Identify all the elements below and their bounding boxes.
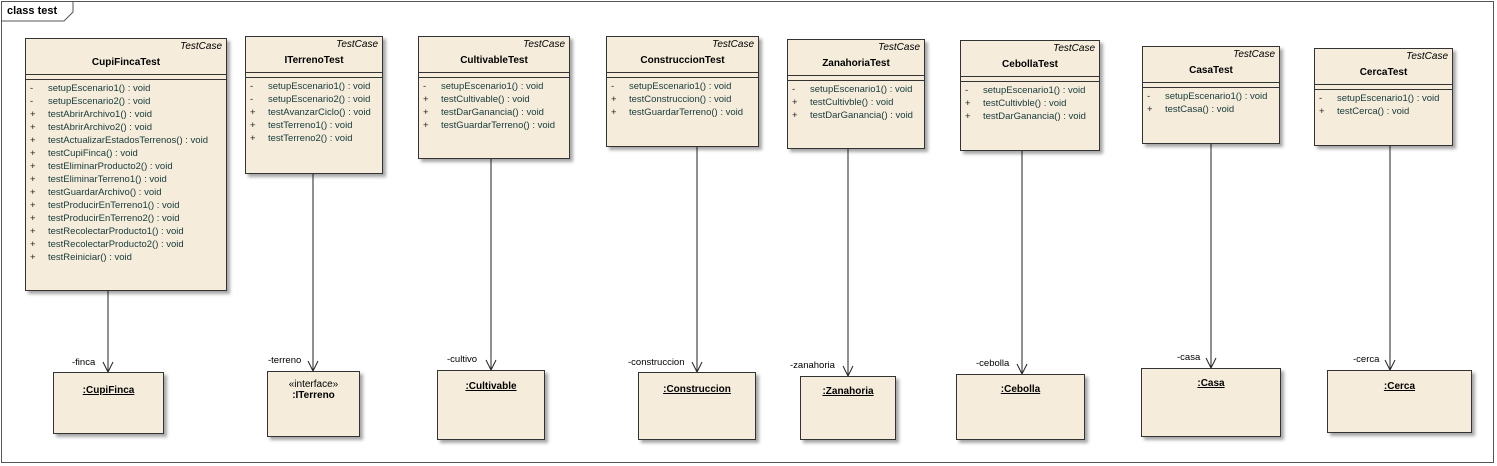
operation: +testCultivble() : void — [965, 98, 1067, 109]
operation: -setupEscenario1() : void — [965, 85, 1086, 96]
object-cerca[interactable]: :Cerca — [1327, 370, 1472, 433]
operation: +testTerreno1() : void — [250, 120, 353, 131]
stereotype-label: TestCase — [1053, 43, 1095, 54]
object-name: :Cultivable — [465, 381, 517, 392]
class-name: ITerrenoTest — [284, 55, 344, 66]
operation: +testDarGanancia() : void — [423, 107, 544, 118]
operation: -setupEscenario1() : void — [30, 83, 151, 94]
class-name: CasaTest — [1189, 65, 1233, 76]
operation: -setupEscenario1() : void — [611, 81, 732, 92]
operation: +testCultivable() : void — [423, 94, 530, 105]
stereotype-label: TestCase — [1406, 51, 1448, 62]
operation: +testTerreno2() : void — [250, 133, 353, 144]
object-cebolla[interactable]: :Cebolla — [956, 374, 1085, 440]
class-name: ZanahoriaTest — [822, 58, 890, 69]
role-label-finca: -finca — [72, 357, 96, 368]
operation: -setupEscenario1() : void — [250, 81, 371, 92]
operation: +testAvanzarCiclo() : void — [250, 107, 371, 118]
object-stereotype: «interface» — [288, 379, 339, 390]
operation: -setupEscenario2() : void — [30, 96, 151, 107]
stereotype-label: TestCase — [523, 39, 565, 50]
role-label-cebolla: -cebolla — [976, 358, 1010, 369]
object-name: :ITerreno — [292, 390, 335, 401]
operation: +testDarGanancia() : void — [792, 110, 913, 121]
object-name: :Cerca — [1383, 381, 1416, 392]
operation: +testEliminarTerreno1() : void — [30, 174, 167, 185]
class-name: ConstruccionTest — [640, 55, 725, 66]
operation: -setupEscenario2() : void — [250, 94, 371, 105]
class-cupifincatest[interactable]: TestCase CupiFincaTest -setupEscenario1(… — [25, 38, 227, 291]
operation: +testGuardarArchivo() : void — [30, 187, 162, 198]
operation: -setupEscenario1() : void — [1319, 93, 1440, 104]
stereotype-label: TestCase — [180, 41, 222, 52]
operation: +testProducirEnTerreno2() : void — [30, 213, 180, 224]
role-label-construccion: -construccion — [628, 357, 685, 368]
object-iterreno[interactable]: «interface» :ITerreno — [267, 371, 360, 437]
role-label-cultivo: -cultivo — [447, 354, 478, 365]
operation: +testCerca() : void — [1319, 106, 1410, 117]
object-name: :Casa — [1197, 378, 1225, 389]
operation: -setupEscenario1() : void — [423, 81, 544, 92]
operation: +testEliminarProducto2() : void — [30, 161, 173, 172]
operation: -setupEscenario1() : void — [1147, 91, 1268, 102]
operation: +testGuardarTerreno() : void — [611, 107, 744, 118]
object-casa[interactable]: :Casa — [1141, 368, 1281, 437]
class-name: CercaTest — [1359, 67, 1408, 78]
role-label-terreno: -terreno — [268, 355, 302, 366]
class-cercatest[interactable]: TestCase CercaTest -setupEscenario1() : … — [1314, 48, 1453, 146]
operation: +testRecolectarProducto2() : void — [30, 239, 184, 250]
class-cebollatest[interactable]: TestCase CebollaTest -setupEscenario1() … — [960, 40, 1100, 151]
role-label-cerca: -cerca — [1353, 354, 1380, 365]
object-name: :Construccion — [663, 384, 731, 395]
operation: +testDarGanancia() : void — [965, 111, 1086, 122]
operation: +testConstruccion() : void — [611, 94, 732, 105]
class-name: CultivableTest — [460, 55, 528, 66]
stereotype-label: TestCase — [336, 39, 378, 50]
class-zanahoriatest[interactable]: TestCase ZanahoriaTest -setupEscenario1(… — [787, 39, 925, 149]
object-cultivable[interactable]: :Cultivable — [437, 370, 545, 440]
operation: +testAbrirArchivo1() : void — [30, 109, 153, 120]
class-construcciontest[interactable]: TestCase ConstruccionTest -setupEscenari… — [606, 36, 759, 147]
object-construccion[interactable]: :Construccion — [638, 372, 756, 440]
operation: +testReiniciar() : void — [30, 252, 132, 263]
operation: +testActualizarEstadosTerrenos() : void — [30, 135, 208, 146]
operation: +testRecolectarProducto1() : void — [30, 226, 184, 237]
object-cupifinca[interactable]: :CupiFinca — [53, 372, 164, 434]
object-name: :Zanahoria — [822, 386, 874, 397]
operation: -setupEscenario1() : void — [792, 84, 913, 95]
role-label-zanahoria: -zanahoria — [790, 360, 835, 371]
class-name: CebollaTest — [1002, 59, 1058, 70]
role-label-casa: -casa — [1177, 352, 1201, 363]
operation: +testCultivble() : void — [792, 97, 894, 108]
class-name: CupiFincaTest — [91, 57, 161, 68]
class-casatest[interactable]: TestCase CasaTest -setupEscenario1() : v… — [1142, 46, 1280, 144]
frame-tab — [2, 2, 74, 22]
class-cultivabletest[interactable]: TestCase CultivableTest -setupEscenario1… — [418, 36, 570, 159]
object-name: :Cebolla — [1000, 384, 1041, 395]
operation: +testCupiFinca() : void — [30, 148, 138, 159]
operation: +testProducirEnTerreno1() : void — [30, 200, 180, 211]
operation: +testCasa() : void — [1147, 104, 1235, 115]
frame-title: class test — [7, 5, 58, 17]
stereotype-label: TestCase — [878, 42, 920, 53]
operation: +testGuardarTerreno() : void — [423, 120, 556, 131]
object-zanahoria[interactable]: :Zanahoria — [800, 376, 896, 440]
operation: +testAbrirArchivo2() : void — [30, 122, 153, 133]
stereotype-label: TestCase — [1233, 49, 1275, 60]
class-iterrenotest[interactable]: TestCase ITerrenoTest -setupEscenario1()… — [245, 36, 383, 174]
stereotype-label: TestCase — [712, 39, 754, 50]
object-name: :CupiFinca — [82, 385, 135, 396]
